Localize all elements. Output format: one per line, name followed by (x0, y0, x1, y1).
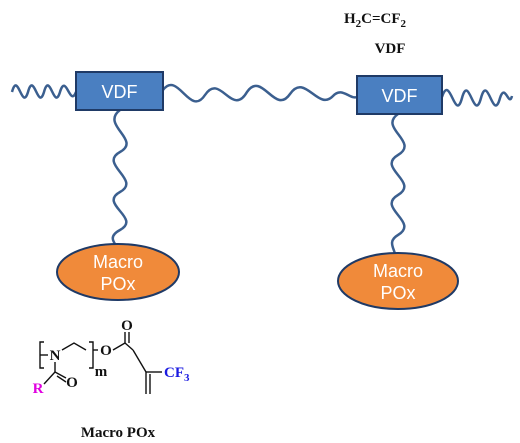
pendant-chain-2 (390, 112, 406, 257)
monomer-formula-part-3: 2 (401, 18, 407, 30)
macro-pox-unit-1: Macro POx (56, 243, 180, 301)
structure-right-bracket (89, 341, 94, 369)
atom-n: N (50, 348, 61, 364)
structure-bond-ester (112, 342, 134, 351)
substituent-r: R (33, 381, 44, 397)
monomer-name: VDF (375, 41, 406, 57)
structure-caption: Macro POx (81, 425, 156, 441)
structure-backbone (61, 342, 87, 351)
backbone-chain-right (440, 88, 514, 107)
structure-amide-double-1 (54, 371, 67, 379)
atom-o-ether: O (100, 343, 112, 359)
vdf-box-1-label: VDF (102, 82, 138, 102)
group-cf3: CF3 (164, 365, 190, 384)
structure-atom-labels: N O O O R m CF3 (33, 318, 190, 397)
vdf-unit-1: VDF (75, 71, 164, 111)
macro-pox-ellipse-1 (56, 243, 180, 301)
group-cf3-main: CF (164, 365, 184, 381)
pendant-chain-1 (111, 109, 128, 251)
monomer-formula-part-0: H (344, 11, 356, 27)
repeat-index-m: m (95, 364, 108, 380)
backbone-chain-middle (162, 83, 358, 103)
macro-pox-1-line1: Macro (93, 252, 143, 272)
monomer-formula-part-1: 2 (356, 18, 362, 30)
macro-pox-ellipse-2 (337, 252, 459, 310)
structure-bond-alpha (132, 349, 147, 373)
atom-o-carbonyl: O (121, 318, 133, 334)
monomer-formula: H2C=CF2 (344, 11, 407, 30)
macro-pox-1-line2: POx (100, 274, 135, 294)
vdf-unit-2: VDF (356, 75, 443, 115)
macro-pox-unit-2: Macro POx (337, 252, 459, 310)
vdf-box-2 (356, 75, 443, 115)
backbone-chain-left (10, 84, 78, 99)
macro-pox-structure (39, 332, 162, 394)
macro-pox-2-line1: Macro (373, 261, 423, 281)
macro-pox-2-line2: POx (380, 283, 415, 303)
structure-bond-r (43, 371, 56, 385)
monomer-formula-part-2: C=CF (361, 11, 400, 27)
vdf-box-2-label: VDF (382, 86, 418, 106)
group-cf3-sub: 3 (184, 372, 190, 384)
structure-amide-double-2 (56, 375, 67, 383)
atom-o-amide: O (66, 375, 78, 391)
vdf-box-1 (75, 71, 164, 111)
